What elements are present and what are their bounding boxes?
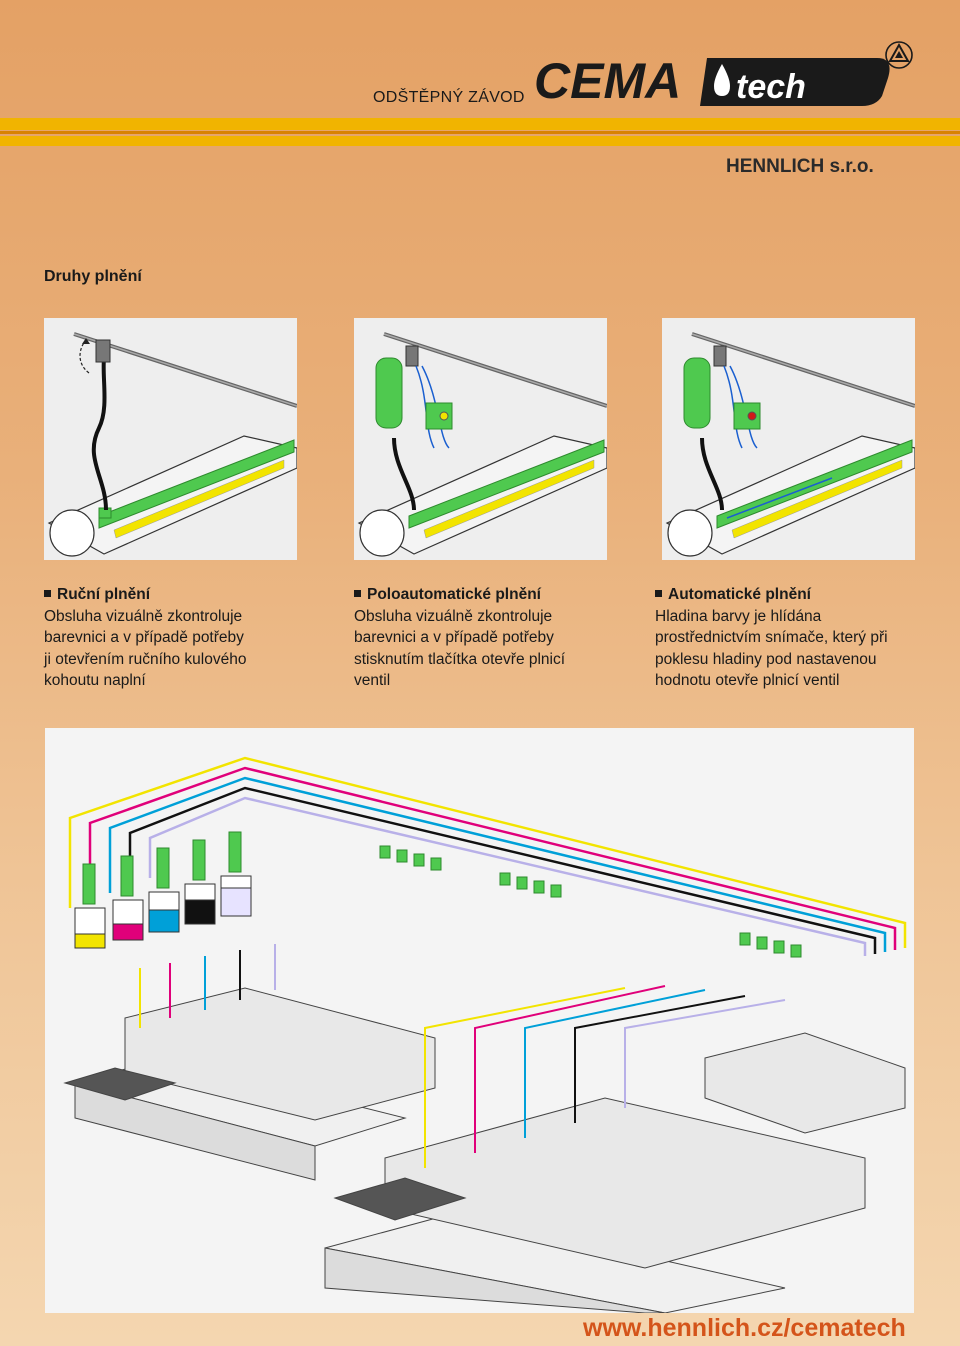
company-name: HENNLICH s.r.o. (726, 156, 874, 177)
ink-distribution-system-illustration (45, 728, 914, 1313)
header-subtitle: ODŠTĚPNÝ ZÁVOD (373, 89, 525, 106)
hennlich-emblem-icon (885, 41, 913, 69)
caption-line: barevnici a v případě potřeby (354, 629, 554, 646)
caption-line: kohoutu naplní (44, 672, 146, 689)
section-title: Druhy plnění (44, 268, 142, 285)
caption-line: poklesu hladiny pod nastavenou (655, 650, 877, 668)
caption-title: Poloautomatické plnění (367, 586, 541, 603)
caption-line: ventil (354, 672, 391, 689)
manual-filling-illustration (44, 318, 297, 560)
header-stripe-top (0, 118, 960, 130)
caption-title: Ruční plnění (57, 586, 150, 603)
header-stripe-middle (0, 131, 960, 134)
logo-text-right: tech (736, 68, 806, 106)
cematech-logo: CEMA tech (534, 53, 890, 109)
caption-automatic-filling: Automatické plnění Hladina barvy je hlíd… (655, 584, 955, 692)
caption-line: Hladina barvy je hlídána (655, 607, 822, 625)
logo-text-left: CEMA (534, 53, 681, 109)
caption-semi-automatic-filling: Poloautomatické plnění Obsluha vizuálně … (354, 584, 654, 692)
bullet-square-icon (655, 590, 662, 598)
bullet-square-icon (44, 590, 51, 598)
website-link[interactable]: www.hennlich.cz/cematech (583, 1314, 906, 1342)
caption-title: Automatické plnění (668, 586, 811, 603)
caption-line: Obsluha vizuálně zkontroluje (354, 607, 553, 625)
header-stripe-bottom (0, 136, 960, 146)
caption-line: Obsluha vizuálně zkontroluje (44, 607, 243, 625)
caption-line: ji otevřením ručního kulového (44, 650, 247, 668)
caption-manual-filling: Ruční plnění Obsluha vizuálně zkontroluj… (44, 584, 344, 692)
caption-line: barevnici a v případě potřeby (44, 629, 244, 646)
semi-automatic-filling-illustration (354, 318, 607, 560)
automatic-filling-illustration (662, 318, 915, 560)
bullet-square-icon (354, 590, 361, 598)
caption-line: hodnotu otevře plnicí ventil (655, 672, 840, 689)
caption-line: prostřednictvím snímače, který při (655, 629, 888, 646)
caption-line: stisknutím tlačítka otevře plnicí (354, 650, 566, 668)
